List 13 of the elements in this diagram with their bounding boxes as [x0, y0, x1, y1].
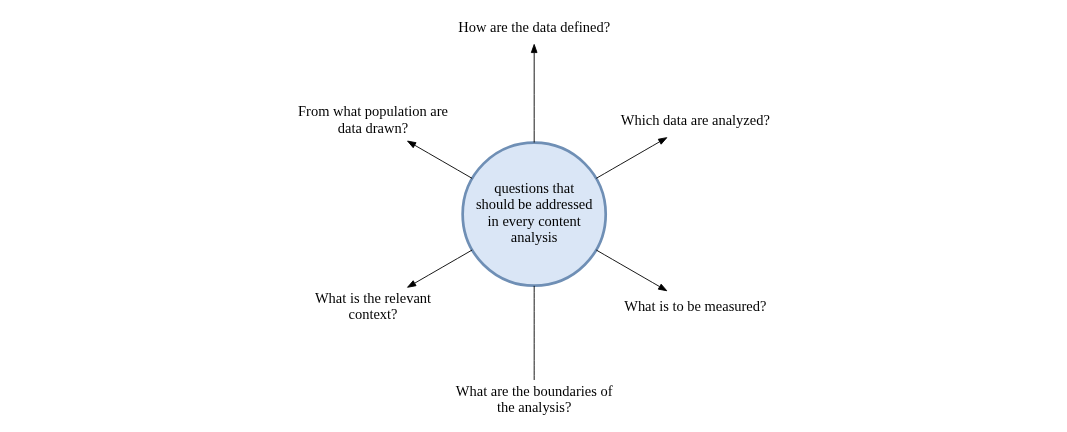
node-circle: questions that should be addressed in every content analysis: [461, 141, 608, 288]
node-text: From what population are data drawn?: [298, 103, 448, 136]
arrow: [595, 249, 668, 292]
node-text: Which data are analyzed?: [620, 111, 770, 128]
arrow: [595, 137, 668, 179]
arrow: [407, 249, 473, 288]
arrow: [530, 44, 538, 143]
node-text: What is to be measured?: [624, 297, 767, 314]
node-text: What are the boundaries of the analysis?: [455, 382, 613, 415]
arrow: [407, 140, 473, 179]
node-text: What is the relevant context?: [314, 289, 432, 322]
connector: [533, 285, 535, 381]
node-text: How are the data defined?: [458, 18, 611, 35]
